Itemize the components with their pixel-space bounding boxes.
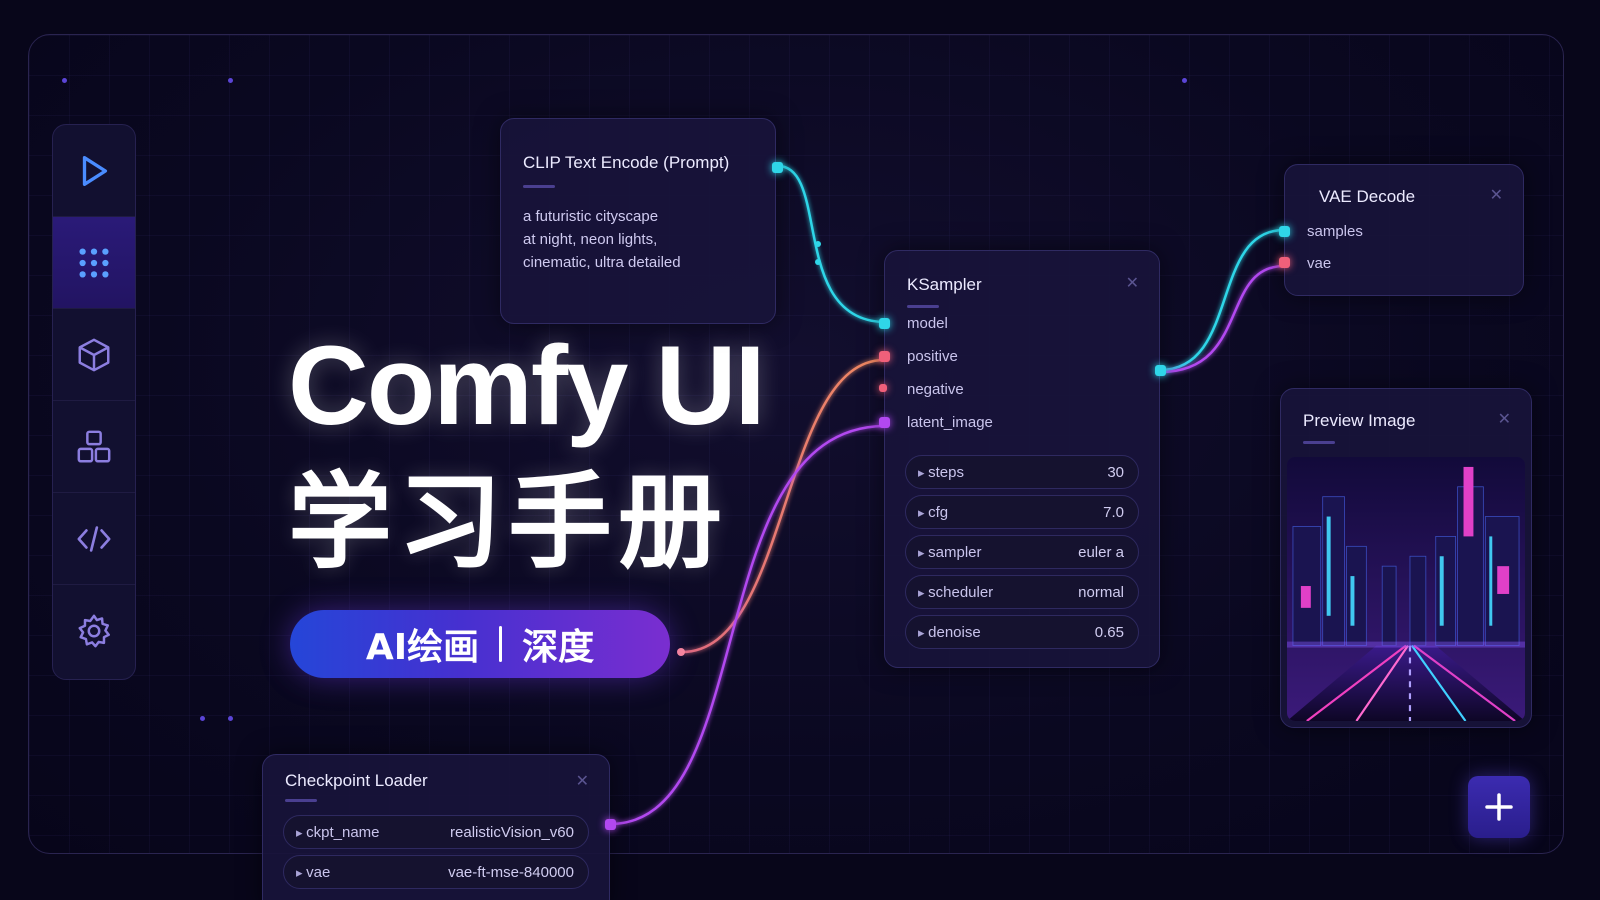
decorative-dot: [200, 716, 205, 721]
param-label: denoise: [918, 624, 981, 641]
play-icon: [82, 155, 108, 186]
prompt-line: a futuristic cityscape: [523, 208, 659, 225]
param-value: 0.65: [1094, 623, 1124, 641]
node-vae-decode[interactable]: VAE Decode ✕ samples vae: [1279, 164, 1524, 296]
param-scheduler[interactable]: scheduler normal: [905, 575, 1139, 609]
decorative-dot: [62, 78, 67, 83]
param-denoise[interactable]: denoise 0.65: [905, 615, 1139, 649]
tag-pill-separator: [499, 626, 503, 662]
sidebar-item-models[interactable]: [53, 309, 135, 401]
grid-icon: [79, 247, 109, 278]
param-steps[interactable]: steps 30: [905, 455, 1139, 489]
param-value: euler a: [1078, 543, 1124, 561]
city-illustration: [1287, 457, 1525, 721]
param-cfg[interactable]: cfg 7.0: [905, 495, 1139, 529]
close-icon[interactable]: ✕: [1497, 411, 1511, 428]
prompt-text[interactable]: a futuristic cityscape at night, neon li…: [523, 205, 753, 274]
node-title-underline: [1303, 441, 1335, 444]
prompt-line: at night, neon lights,: [523, 231, 658, 248]
input-port-vae[interactable]: [1279, 257, 1290, 268]
param-label: steps: [918, 464, 964, 481]
param-value: 30: [1107, 463, 1124, 481]
cube-icon: [78, 338, 110, 371]
node-title: CLIP Text Encode (Prompt): [523, 153, 730, 172]
node-ksampler[interactable]: KSampler ✕ model positive negative laten…: [879, 250, 1166, 668]
sidebar-item-run[interactable]: [53, 125, 135, 217]
input-label-positive: positive: [907, 348, 958, 365]
input-label-latent-image: latent_image: [907, 414, 993, 431]
node-title: Preview Image: [1303, 411, 1416, 430]
node-title-underline: [285, 799, 317, 802]
param-label: vae: [296, 864, 330, 881]
input-port-samples[interactable]: [1279, 226, 1290, 237]
input-label-model: model: [907, 315, 948, 332]
param-label: cfg: [918, 504, 948, 521]
output-port-model[interactable]: [605, 819, 616, 830]
param-label: sampler: [918, 544, 981, 561]
sidebar-item-nodes[interactable]: [53, 217, 135, 309]
param-label: ckpt_name: [296, 824, 379, 841]
node-preview-image[interactable]: Preview Image ✕: [1280, 388, 1532, 728]
code-icon: [77, 525, 111, 552]
decorative-dot: [228, 78, 233, 83]
decorative-dot: [1182, 78, 1187, 83]
close-icon[interactable]: ✕: [575, 773, 589, 790]
input-label-vae: vae: [1307, 255, 1332, 272]
input-label-samples: samples: [1307, 223, 1363, 240]
node-checkpoint-loader[interactable]: Checkpoint Loader ✕ ckpt_name realisticVi…: [262, 754, 616, 900]
input-port-positive[interactable]: [879, 351, 890, 362]
hero-subtitle: 学习手册: [288, 461, 729, 583]
sidebar-item-code[interactable]: [53, 493, 135, 585]
input-label-negative: negative: [907, 381, 964, 398]
add-node-button[interactable]: [1468, 776, 1530, 838]
output-port-conditioning[interactable]: [772, 162, 783, 173]
input-port-model[interactable]: [879, 318, 890, 329]
tag-pill: AI绘画 深度: [290, 610, 670, 678]
node-title: VAE Decode: [1319, 187, 1416, 206]
node-clip-text-encode[interactable]: CLIP Text Encode (Prompt) a futuristic c…: [500, 118, 783, 324]
close-icon[interactable]: ✕: [1125, 275, 1139, 292]
input-port-negative[interactable]: [879, 384, 887, 392]
node-title-underline: [907, 305, 939, 308]
param-vae[interactable]: vae vae-ft-mse-840000: [283, 855, 589, 889]
hero-title: Comfy UI: [288, 323, 766, 448]
close-icon[interactable]: ✕: [1489, 187, 1503, 204]
sidebar: [52, 124, 136, 680]
param-value: realisticVision_v60: [450, 823, 574, 841]
tag-pill-right: 深度: [522, 627, 595, 668]
output-port-latent[interactable]: [1155, 365, 1166, 376]
node-title-underline: [523, 185, 555, 188]
param-ckpt-name[interactable]: ckpt_name realisticVision_v60: [283, 815, 589, 849]
param-value: 7.0: [1103, 503, 1124, 521]
sidebar-item-settings[interactable]: [53, 585, 135, 677]
param-value: vae-ft-mse-840000: [448, 863, 574, 881]
prompt-line: cinematic, ultra detailed: [523, 254, 681, 271]
gear-icon: [78, 614, 110, 648]
preview-image: [1287, 457, 1525, 721]
plus-icon: [1485, 793, 1513, 821]
param-value: normal: [1078, 583, 1124, 601]
node-title: Checkpoint Loader: [285, 771, 428, 790]
tag-pill-left: AI绘画: [365, 627, 480, 668]
decorative-dot: [228, 716, 233, 721]
input-port-latent-image[interactable]: [879, 417, 890, 428]
param-sampler[interactable]: sampler euler a: [905, 535, 1139, 569]
sidebar-item-workflows[interactable]: [53, 401, 135, 493]
blocks-icon: [77, 430, 111, 462]
param-label: scheduler: [918, 584, 993, 601]
node-title: KSampler: [907, 275, 982, 294]
